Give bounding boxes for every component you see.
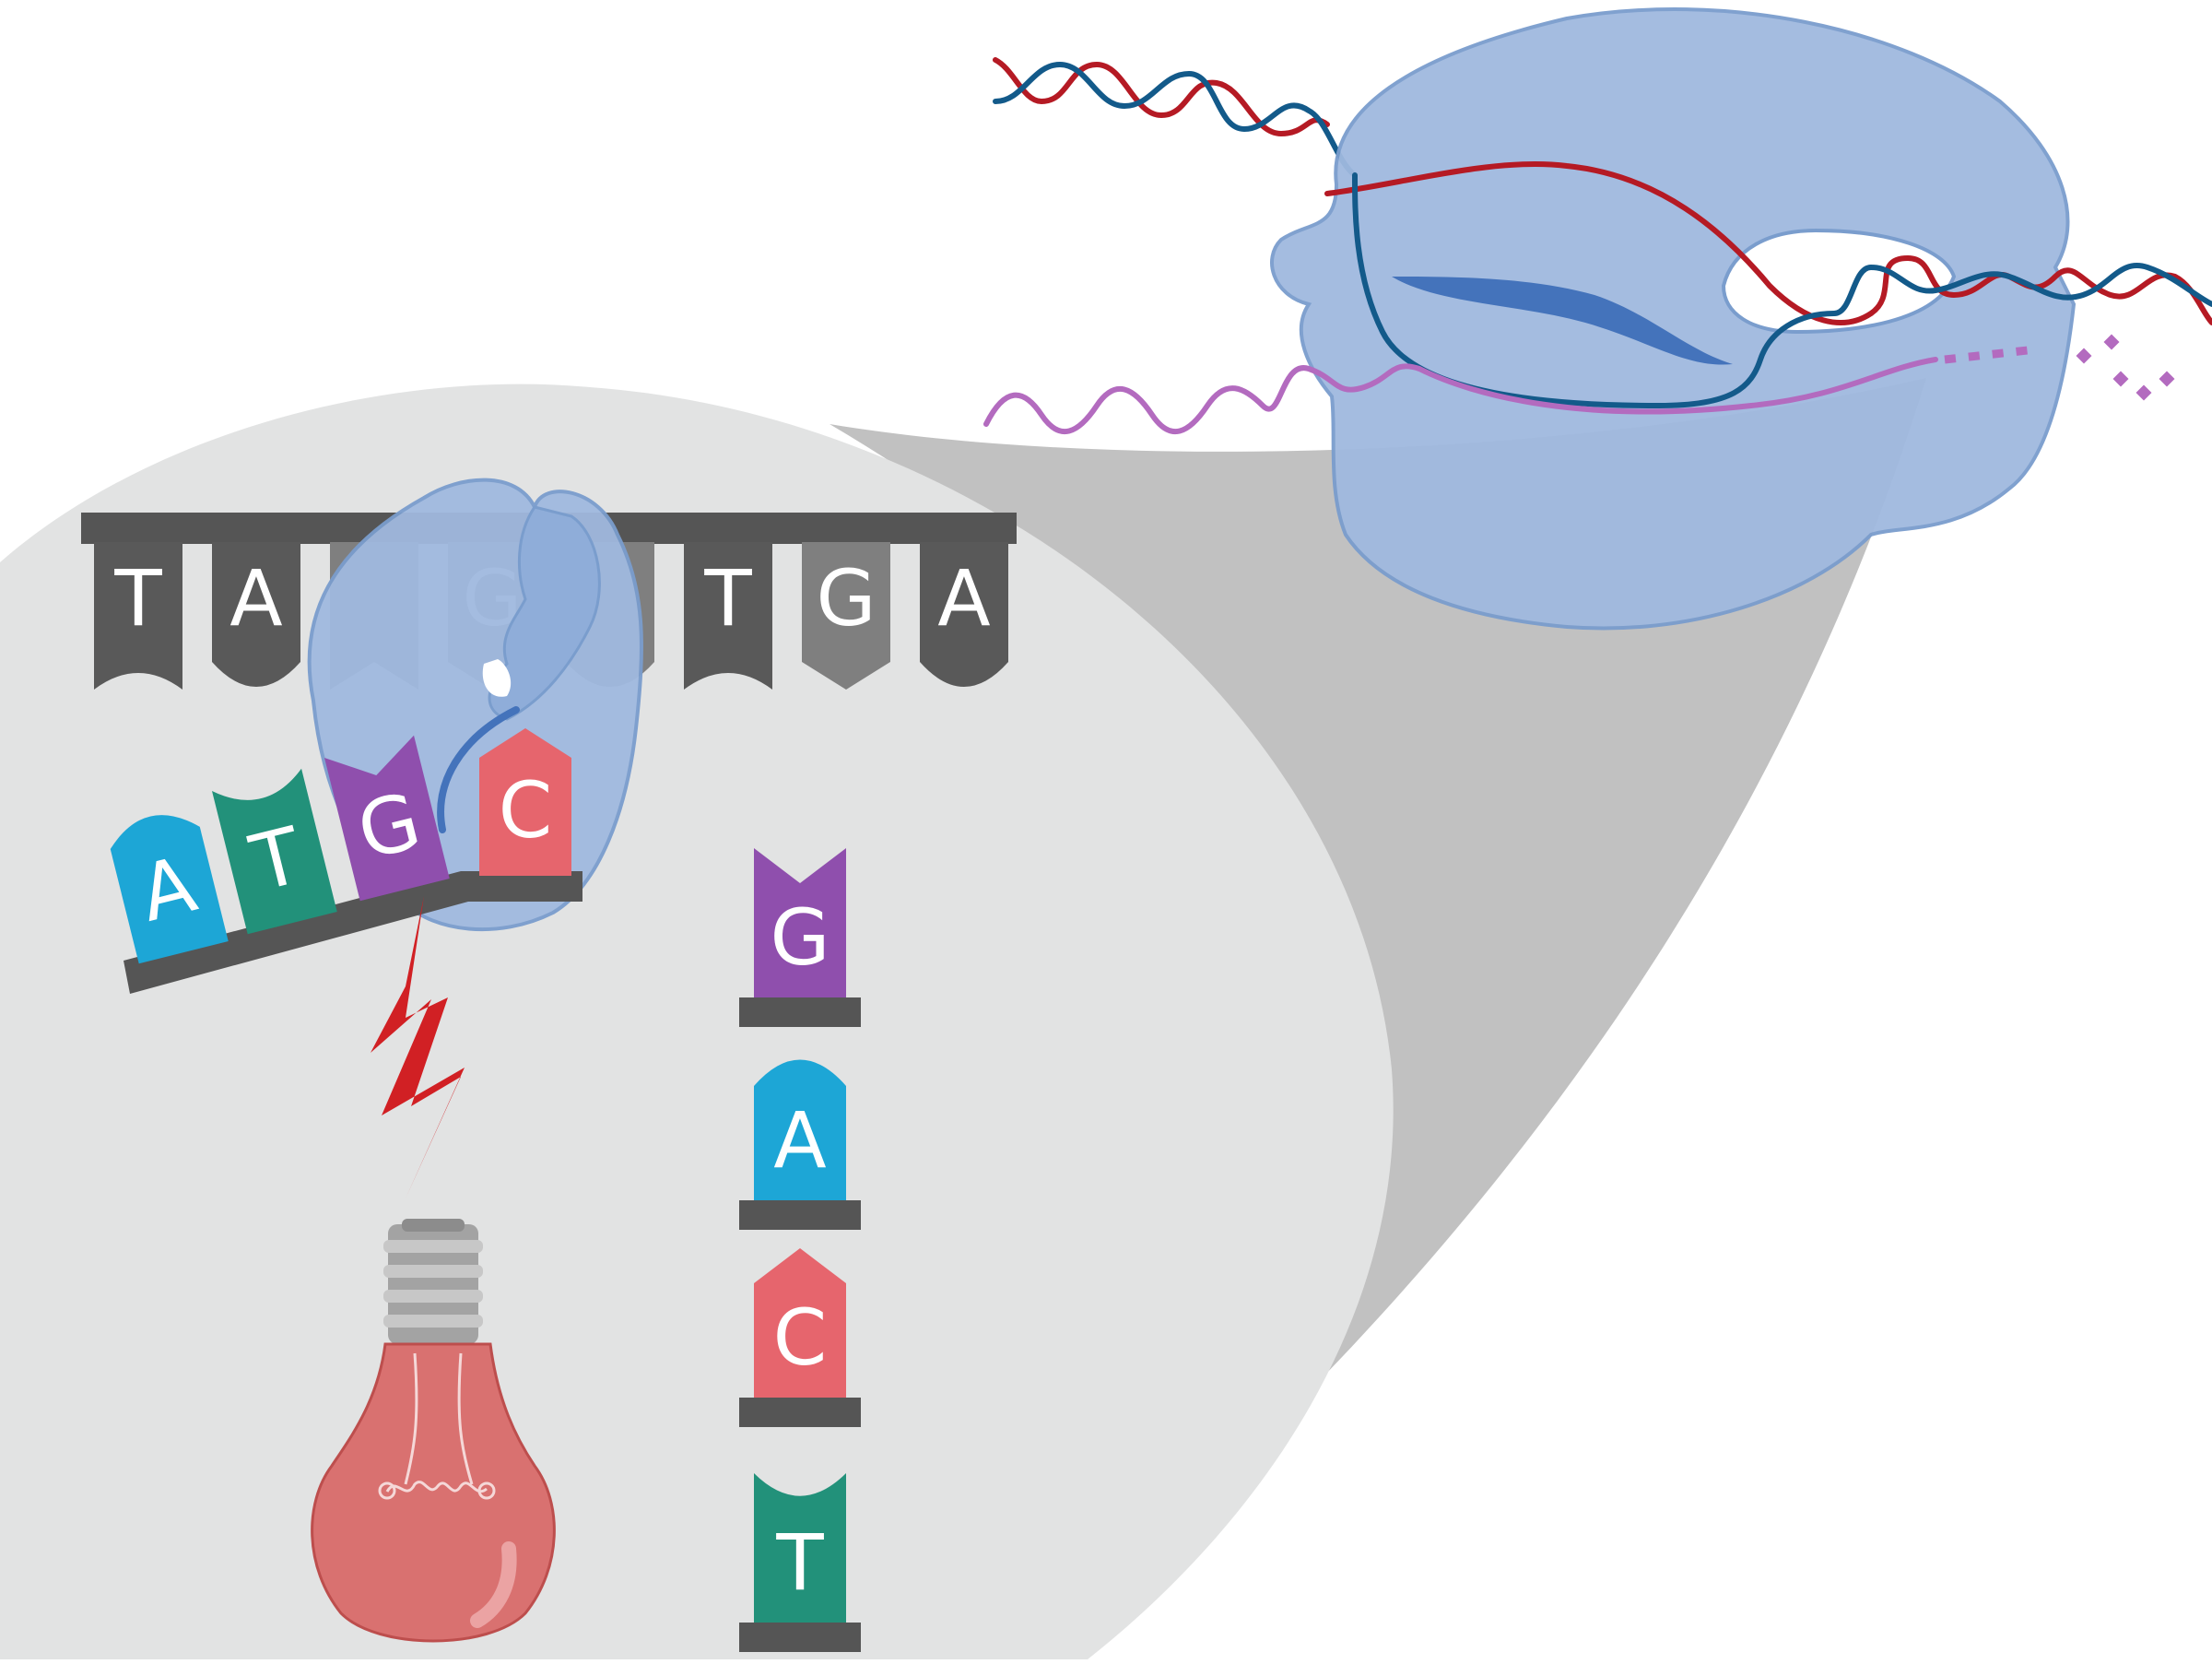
template-base-A: A [920,542,1008,687]
growing-strand-backbone [124,871,582,994]
template-base-G: G [802,542,890,690]
polymerase-body [1270,7,2077,631]
dna-helix-strand-red [993,57,1330,137]
growing-base-A: A [110,815,229,964]
template-base-shape [802,542,890,690]
free-nucleotide-C: C [739,1248,861,1427]
template-base-shape [920,542,1008,687]
zoomed-polymerase-fold [488,505,601,721]
free-nucleotide-shape [754,1473,846,1623]
polymerase-complex [983,7,2212,631]
growing-base-letter: C [499,765,553,856]
template-base-letter: T [703,553,752,643]
polymerase-channel [1392,277,1733,365]
free-nucleotide-backbone [739,1398,861,1427]
light-bulb-icon [311,1219,556,1643]
free-rna-nucleotides [2076,334,2175,401]
free-nucleotide-backbone [739,997,861,1027]
template-base-T: T [684,542,772,690]
free-nucleotide-T: T [739,1473,861,1652]
template-base-letter: G [816,553,876,643]
growing-base-C: C [479,728,571,876]
growing-base-shape [212,768,337,935]
free-nucleotide-letter: C [773,1292,828,1383]
growing-base-shape [110,815,229,964]
free-nucleotide-G: G [739,848,861,1027]
growing-base-G: G [324,735,450,902]
light-bulb-glass [311,1342,556,1643]
free-nucleotide-shape [754,1059,846,1200]
template-base-letter: A [229,553,282,643]
free-nucleotide-shape [754,848,846,997]
free-nucleotides: G A C T [739,848,861,1652]
growing-base-shape [324,735,450,902]
template-base-shape [684,542,772,690]
polymerase-cleft [1721,228,1957,335]
light-bulb-highlight [470,1541,517,1628]
template-base-shape [212,542,300,687]
template-base-letter: T [113,553,162,643]
free-nucleotide-backbone [739,1623,861,1652]
zoomed-polymerase-gap [482,659,512,697]
zoom-cone [830,378,1926,1420]
template-base-letter: A [937,553,990,643]
template-strand-red [1324,161,2212,325]
rna-transcript [983,357,1938,435]
template-base-A: A [212,542,300,687]
zoomed-polymerase-channel [437,706,520,833]
growing-base-shape [479,728,571,876]
free-nucleotide-letter: G [770,892,830,983]
free-nucleotide-A: A [739,1059,861,1230]
free-nucleotide-letter: A [773,1095,826,1186]
growing-base-T: T [212,768,337,935]
free-nucleotide-shape [754,1248,846,1398]
template-base-shape [94,542,182,690]
lightning-bolt-icon [371,896,465,1198]
template-base-T: T [94,542,182,690]
light-bulb-filament [385,1352,488,1493]
free-nucleotide-letter: T [775,1517,824,1608]
free-nucleotide-backbone [739,1200,861,1230]
dna-helix-strand-blue [993,61,1358,178]
